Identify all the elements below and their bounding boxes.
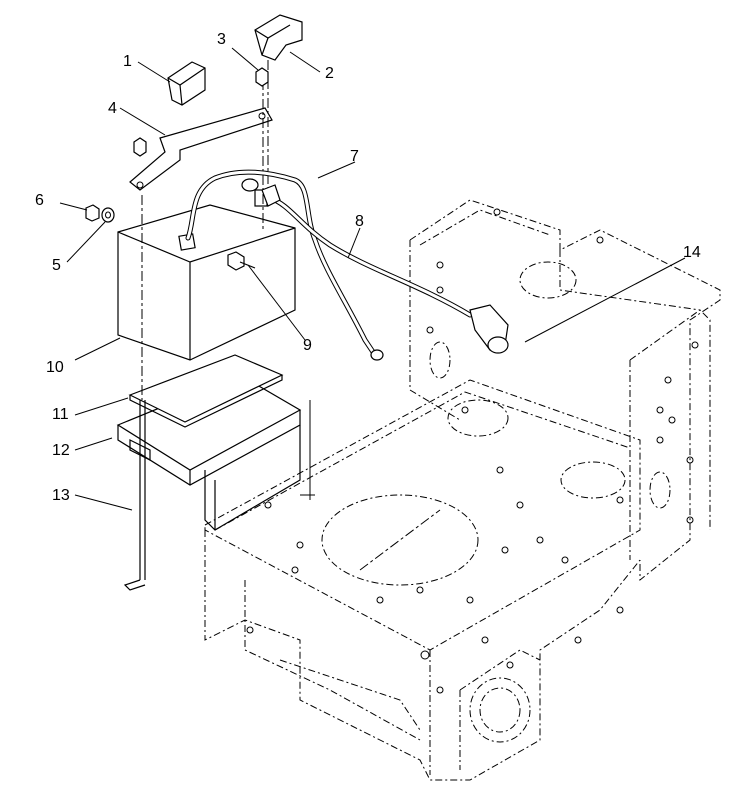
callout-4: 4 [108, 100, 117, 117]
hold-down-bracket [129, 107, 273, 191]
hold-down-rod [123, 60, 269, 591]
callout-1: 1 [123, 53, 132, 70]
callout-6: 6 [35, 192, 44, 209]
terminal-cover-1 [167, 61, 206, 106]
nut-upper-left [133, 137, 147, 157]
callout-11: 11 [52, 406, 69, 423]
callout-10: 10 [46, 359, 64, 376]
bolt-9 [227, 251, 256, 271]
callout-9: 9 [303, 337, 312, 354]
battery-pad [128, 354, 284, 428]
battery-cable-7 [185, 169, 384, 361]
callout-12: 12 [52, 442, 70, 459]
battery-cable-8 [261, 184, 509, 354]
leader-lines [59, 47, 686, 511]
callout-2: 2 [325, 65, 334, 82]
callout-14: 14 [683, 244, 701, 261]
washer-5 [101, 207, 115, 223]
nut-3 [255, 67, 269, 87]
terminal-cover-2 [254, 14, 303, 61]
callout-7: 7 [350, 148, 359, 165]
callout-8: 8 [355, 213, 364, 230]
nut-6 [85, 204, 100, 222]
callout-3: 3 [217, 31, 226, 48]
callout-5: 5 [52, 257, 61, 274]
chassis-frame [204, 199, 721, 781]
battery [117, 189, 296, 361]
callout-13: 13 [52, 487, 70, 504]
